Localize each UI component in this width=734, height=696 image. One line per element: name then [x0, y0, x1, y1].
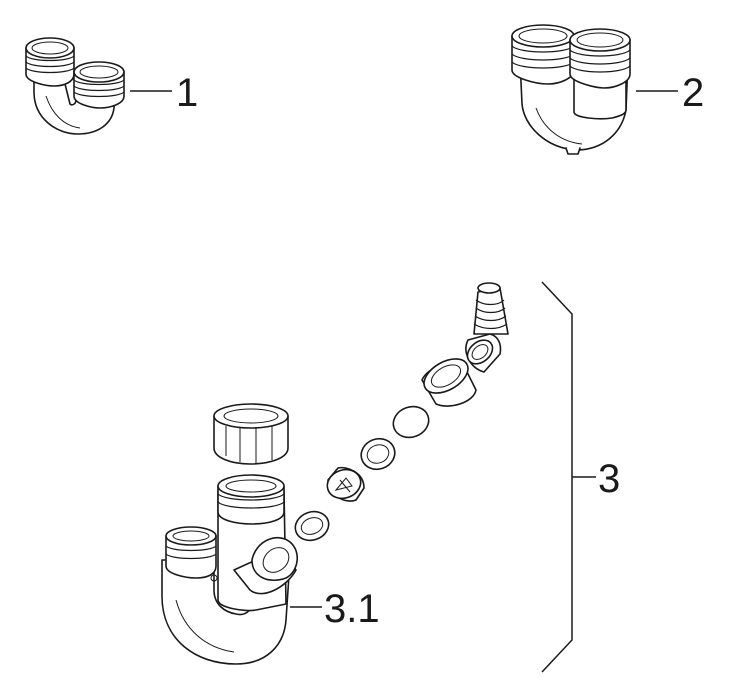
flat-washer	[392, 405, 430, 439]
main-trap-body	[161, 474, 298, 665]
callout-3: 3	[598, 457, 620, 501]
large-coupling-nut	[213, 403, 289, 465]
group-bracket	[541, 281, 573, 673]
callout-1: 1	[176, 71, 198, 115]
part-3-trap-assembly	[161, 281, 573, 673]
check-valve-insert	[326, 466, 365, 502]
callout-3-1: 3.1	[324, 587, 380, 631]
part-2-large-u-bend	[511, 24, 631, 155]
ring-washer-upper	[360, 437, 396, 471]
part-1-small-u-bend	[25, 37, 125, 135]
callout-2: 2	[682, 71, 704, 115]
hose-barb-nozzle	[465, 282, 509, 373]
small-coupling-nut	[421, 358, 477, 407]
ring-washer-lower	[294, 510, 330, 542]
